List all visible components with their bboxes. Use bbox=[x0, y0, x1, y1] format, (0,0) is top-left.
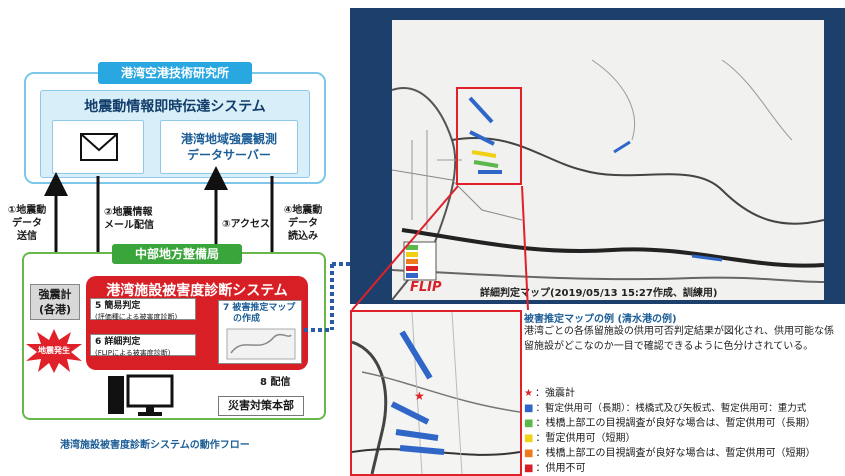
earthquake-label: 地震発生 bbox=[38, 346, 70, 355]
step7-box: 7 被害推定マップ の作成 bbox=[218, 300, 302, 364]
square-icon: ■ bbox=[524, 448, 534, 459]
legend-description: 港湾ごとの各係留施設の供用可否判定結果が図化され、供用可能な係留施設がどこなのか… bbox=[524, 326, 834, 352]
legend-item-orange: ■ ：桟橋上部工の目視調査が良好な場合は、暫定供用可（短期） bbox=[524, 446, 845, 461]
label-4: ④地震動 データ 読込み bbox=[283, 205, 323, 242]
legend-item-text: ：供用不可 bbox=[535, 463, 586, 474]
label-3: ③アクセス bbox=[222, 219, 270, 230]
square-icon: ■ bbox=[524, 418, 534, 429]
legend-item-text: ：強震計 bbox=[534, 388, 575, 399]
zoom-lines bbox=[351, 185, 529, 311]
mail-icon bbox=[80, 133, 118, 161]
berth-7 bbox=[691, 254, 723, 262]
square-icon: ■ bbox=[524, 403, 534, 414]
map-caption: 詳細判定マップ(2019/05/13 15:27作成、訓練用) bbox=[480, 288, 718, 299]
berth-1 bbox=[468, 96, 494, 124]
berth-4 bbox=[473, 160, 499, 168]
square-icon: ■ bbox=[524, 463, 534, 474]
label-2: ②地震情報 メール配信 bbox=[104, 207, 154, 231]
step5-box: 5 簡易判定 (評価種による被害度診断) bbox=[90, 298, 196, 321]
legend-title: 被害推定マップの例 (清水港の例) bbox=[524, 314, 677, 325]
harbor-map bbox=[392, 59, 824, 300]
legend-item-text: ：桟橋上部工の目視調査が良好な場合は、暫定供用可（長期） bbox=[535, 418, 816, 429]
zoomed-map: ★ bbox=[352, 312, 520, 474]
seismometer-box: 強震計 (各港) bbox=[30, 284, 80, 320]
flip-logo: FLIP bbox=[410, 280, 442, 295]
star-icon: ★ bbox=[524, 388, 533, 399]
damage-system-title: 港湾施設被害度診断システム bbox=[106, 283, 288, 299]
legend-item-text: ：暫定供用可（短期） bbox=[535, 433, 636, 444]
data-server-line2: データサーバー bbox=[187, 148, 271, 162]
legend-item-blue: ■ ：暫定供用可（長期）：桟橋式及び矢板式、暫定供用可：重力式 bbox=[524, 401, 845, 416]
bureau-title: 中部地方整備局 bbox=[112, 244, 242, 264]
map-thumbnail-icon bbox=[226, 328, 296, 360]
zoomed-map-frame: ★ bbox=[350, 310, 522, 476]
connector-dots bbox=[304, 262, 354, 332]
data-server-line1: 港湾地域強震観測 bbox=[180, 132, 277, 146]
label-1: ①地震動 データ 送信 bbox=[7, 205, 47, 242]
flow-caption: 港湾施設被害度診断システムの動作フロー bbox=[60, 440, 250, 451]
square-icon: ■ bbox=[524, 433, 534, 444]
mail-box bbox=[52, 120, 144, 174]
legend-item-text: ：暫定供用可（長期）：桟橋式及び矢板式、暫定供用可：重力式 bbox=[535, 403, 807, 414]
legend-item-text: ：桟橋上部工の目視調査が良好な場合は、暫定供用可（短期） bbox=[535, 448, 816, 459]
computer-icon bbox=[108, 374, 174, 416]
legend-item-yellow: ■ ：暫定供用可（短期） bbox=[524, 431, 845, 446]
map-sheet bbox=[392, 20, 824, 300]
legend-list: ★ ：強震計 ■ ：暫定供用可（長期）：桟橋式及び矢板式、暫定供用可：重力式 ■… bbox=[524, 386, 845, 476]
star-icon: ★ bbox=[414, 389, 425, 403]
step7-line1: 7 被害推定マップ bbox=[223, 303, 296, 313]
eq-info-system-title: 地震動情報即時伝達システム bbox=[84, 99, 266, 115]
hq-box: 災害対策本部 bbox=[218, 396, 304, 416]
berth-3 bbox=[471, 150, 497, 158]
legend-item-green: ■ ：桟橋上部工の目視調査が良好な場合は、暫定供用可（長期） bbox=[524, 416, 845, 431]
label-8: 8 配信 bbox=[260, 377, 291, 388]
step7-line2: の作成 bbox=[233, 314, 261, 324]
data-server-box: 港湾地域強震観測 データサーバー bbox=[160, 120, 298, 174]
earthquake-burst-icon bbox=[26, 329, 82, 373]
map-callout-frame bbox=[456, 87, 522, 185]
legend-item-seismometer: ★ ：強震計 bbox=[524, 386, 845, 401]
step6-box: 6 詳細判定 (FLIPによる被害度診断) bbox=[90, 334, 196, 357]
berth-2 bbox=[469, 130, 495, 146]
institute-title: 港湾空港技術研究所 bbox=[98, 62, 252, 84]
legend-item-red: ■ ：供用不可 bbox=[524, 461, 845, 476]
berth-6 bbox=[613, 140, 631, 154]
